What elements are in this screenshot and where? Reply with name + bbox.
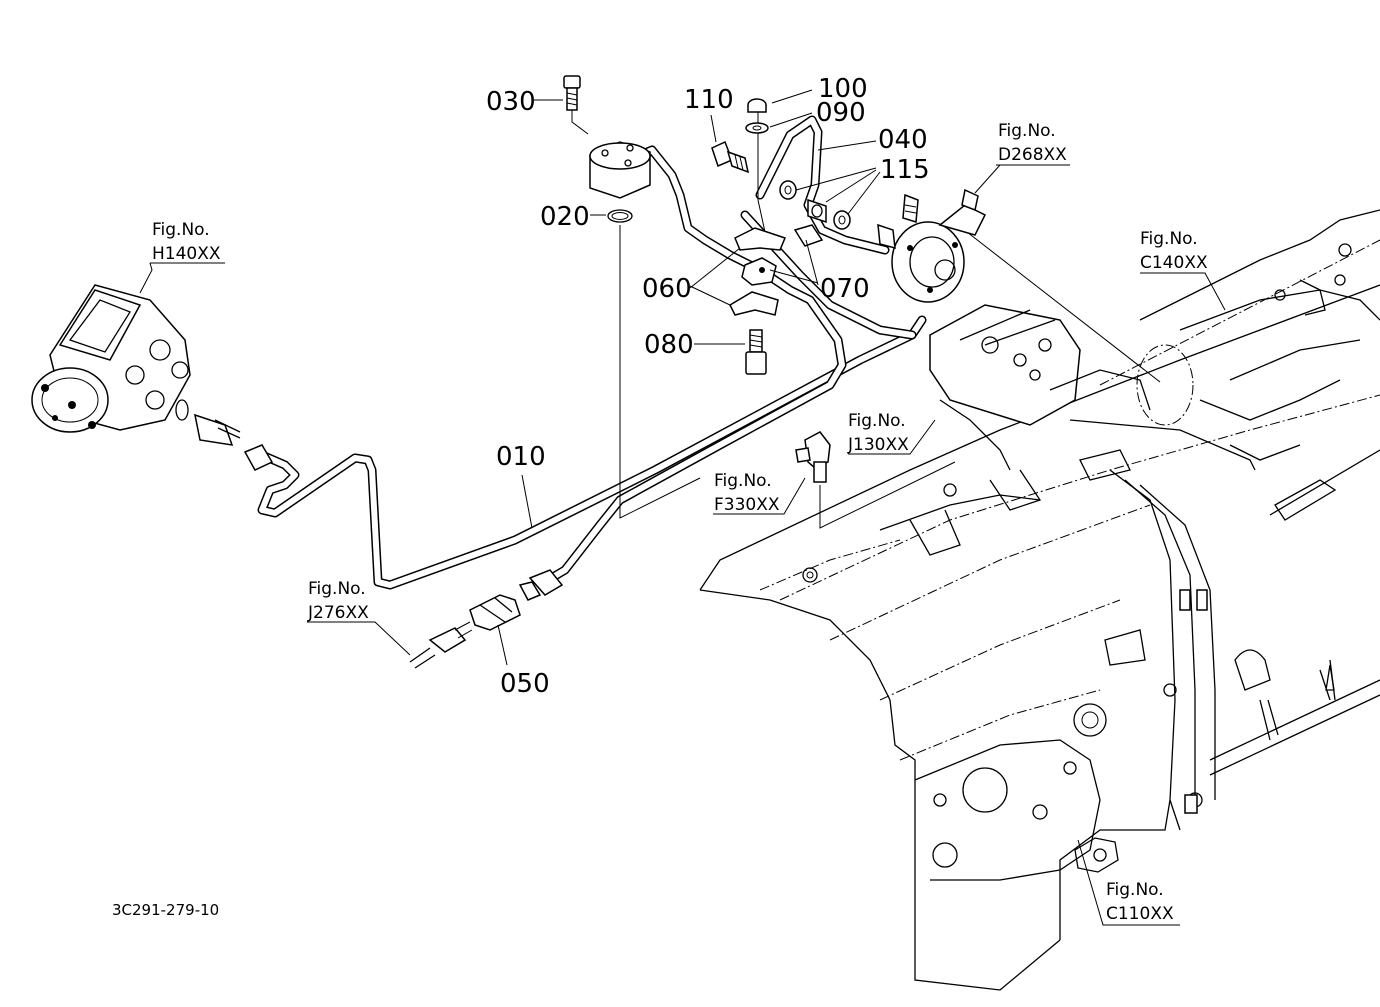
pump-unit: [877, 188, 987, 303]
part-labels: 030 110 100 090 040 115 020 060 070 080 …: [486, 74, 930, 699]
figref-f330-code: F330XX: [714, 495, 780, 515]
label-110: 110: [684, 85, 734, 115]
label-050: 050: [500, 669, 550, 699]
leader-lines: [139, 89, 1226, 926]
part-050-connector: [409, 569, 564, 669]
figure-references: Fig.No. H140XX Fig.No. D268XX Fig.No. C1…: [150, 121, 1208, 924]
fitting-f330: [795, 431, 831, 483]
drawing-code: 3C291-279-10: [112, 901, 219, 919]
label-115: 115: [880, 155, 930, 185]
figref-d268-prefix: Fig.No.: [998, 121, 1056, 141]
part-020-block: [589, 141, 651, 223]
part-100-090-nut-washer: [745, 98, 769, 134]
label-040: 040: [878, 125, 928, 155]
label-090: 090: [816, 98, 866, 128]
figref-c140-code: C140XX: [1140, 253, 1208, 273]
label-100: 100: [818, 74, 868, 104]
part-115-washers: [779, 180, 851, 230]
part-030-bolt: [563, 75, 581, 111]
pipe-010: [243, 315, 927, 590]
figref-c110-code: C110XX: [1106, 904, 1174, 924]
figref-h140-prefix: Fig.No.: [152, 220, 210, 240]
label-020: 020: [540, 202, 590, 232]
figref-j276-code: J276XX: [307, 603, 369, 623]
transmission-housing: [699, 209, 1380, 991]
steering-unit: [31, 284, 241, 446]
label-070: 070: [820, 274, 870, 304]
label-080: 080: [644, 330, 694, 360]
part-110-fitting: [711, 140, 750, 174]
figref-h140-code: H140XX: [152, 244, 221, 264]
figref-c110-prefix: Fig.No.: [1106, 880, 1164, 900]
label-030: 030: [486, 87, 536, 117]
part-060-clamp: [729, 224, 824, 316]
figref-j130-code: J130XX: [847, 435, 909, 455]
figref-c140-prefix: Fig.No.: [1140, 229, 1198, 249]
figref-j276-prefix: Fig.No.: [308, 579, 366, 599]
projection-lines: [571, 98, 1161, 529]
label-060: 060: [642, 274, 692, 304]
figref-j130-prefix: Fig.No.: [848, 411, 906, 431]
figref-f330-prefix: Fig.No.: [714, 471, 772, 491]
figref-d268-code: D268XX: [998, 145, 1067, 165]
part-080-bolt: [745, 329, 767, 375]
label-010: 010: [496, 442, 546, 472]
